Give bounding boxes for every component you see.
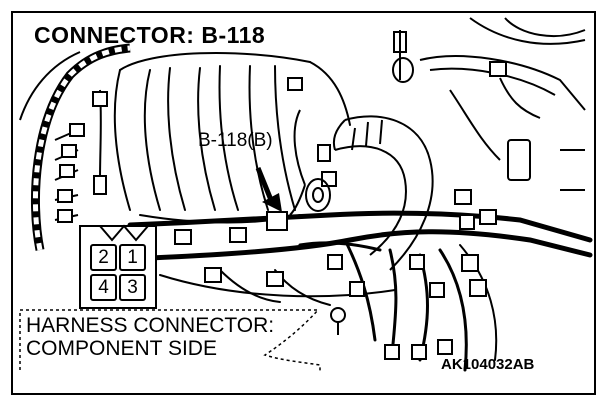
harness-label-line2: COMPONENT SIDE: [26, 337, 217, 360]
callout-label: B-118(B): [198, 130, 273, 151]
figure-border: [11, 11, 596, 395]
ground-terminal-icon: [330, 307, 346, 335]
callout-arrow: [255, 167, 282, 212]
pin-4: 4: [90, 274, 117, 301]
pin-1: 1: [119, 244, 146, 271]
harness-connectors: [174, 77, 497, 360]
top-right-components: [392, 17, 586, 191]
connector-title: CONNECTOR: B-118: [34, 22, 266, 48]
harness-label-line1: HARNESS CONNECTOR:: [26, 314, 275, 337]
left-harness: [19, 43, 131, 251]
figure-code: AK104032AB: [441, 356, 535, 373]
label-outline: [19, 309, 321, 372]
pin-2: 2: [90, 244, 117, 271]
connector-pin-face: 2 1 4 3: [84, 230, 154, 306]
pin-3: 3: [119, 274, 146, 301]
sensor-b118: [289, 109, 331, 216]
